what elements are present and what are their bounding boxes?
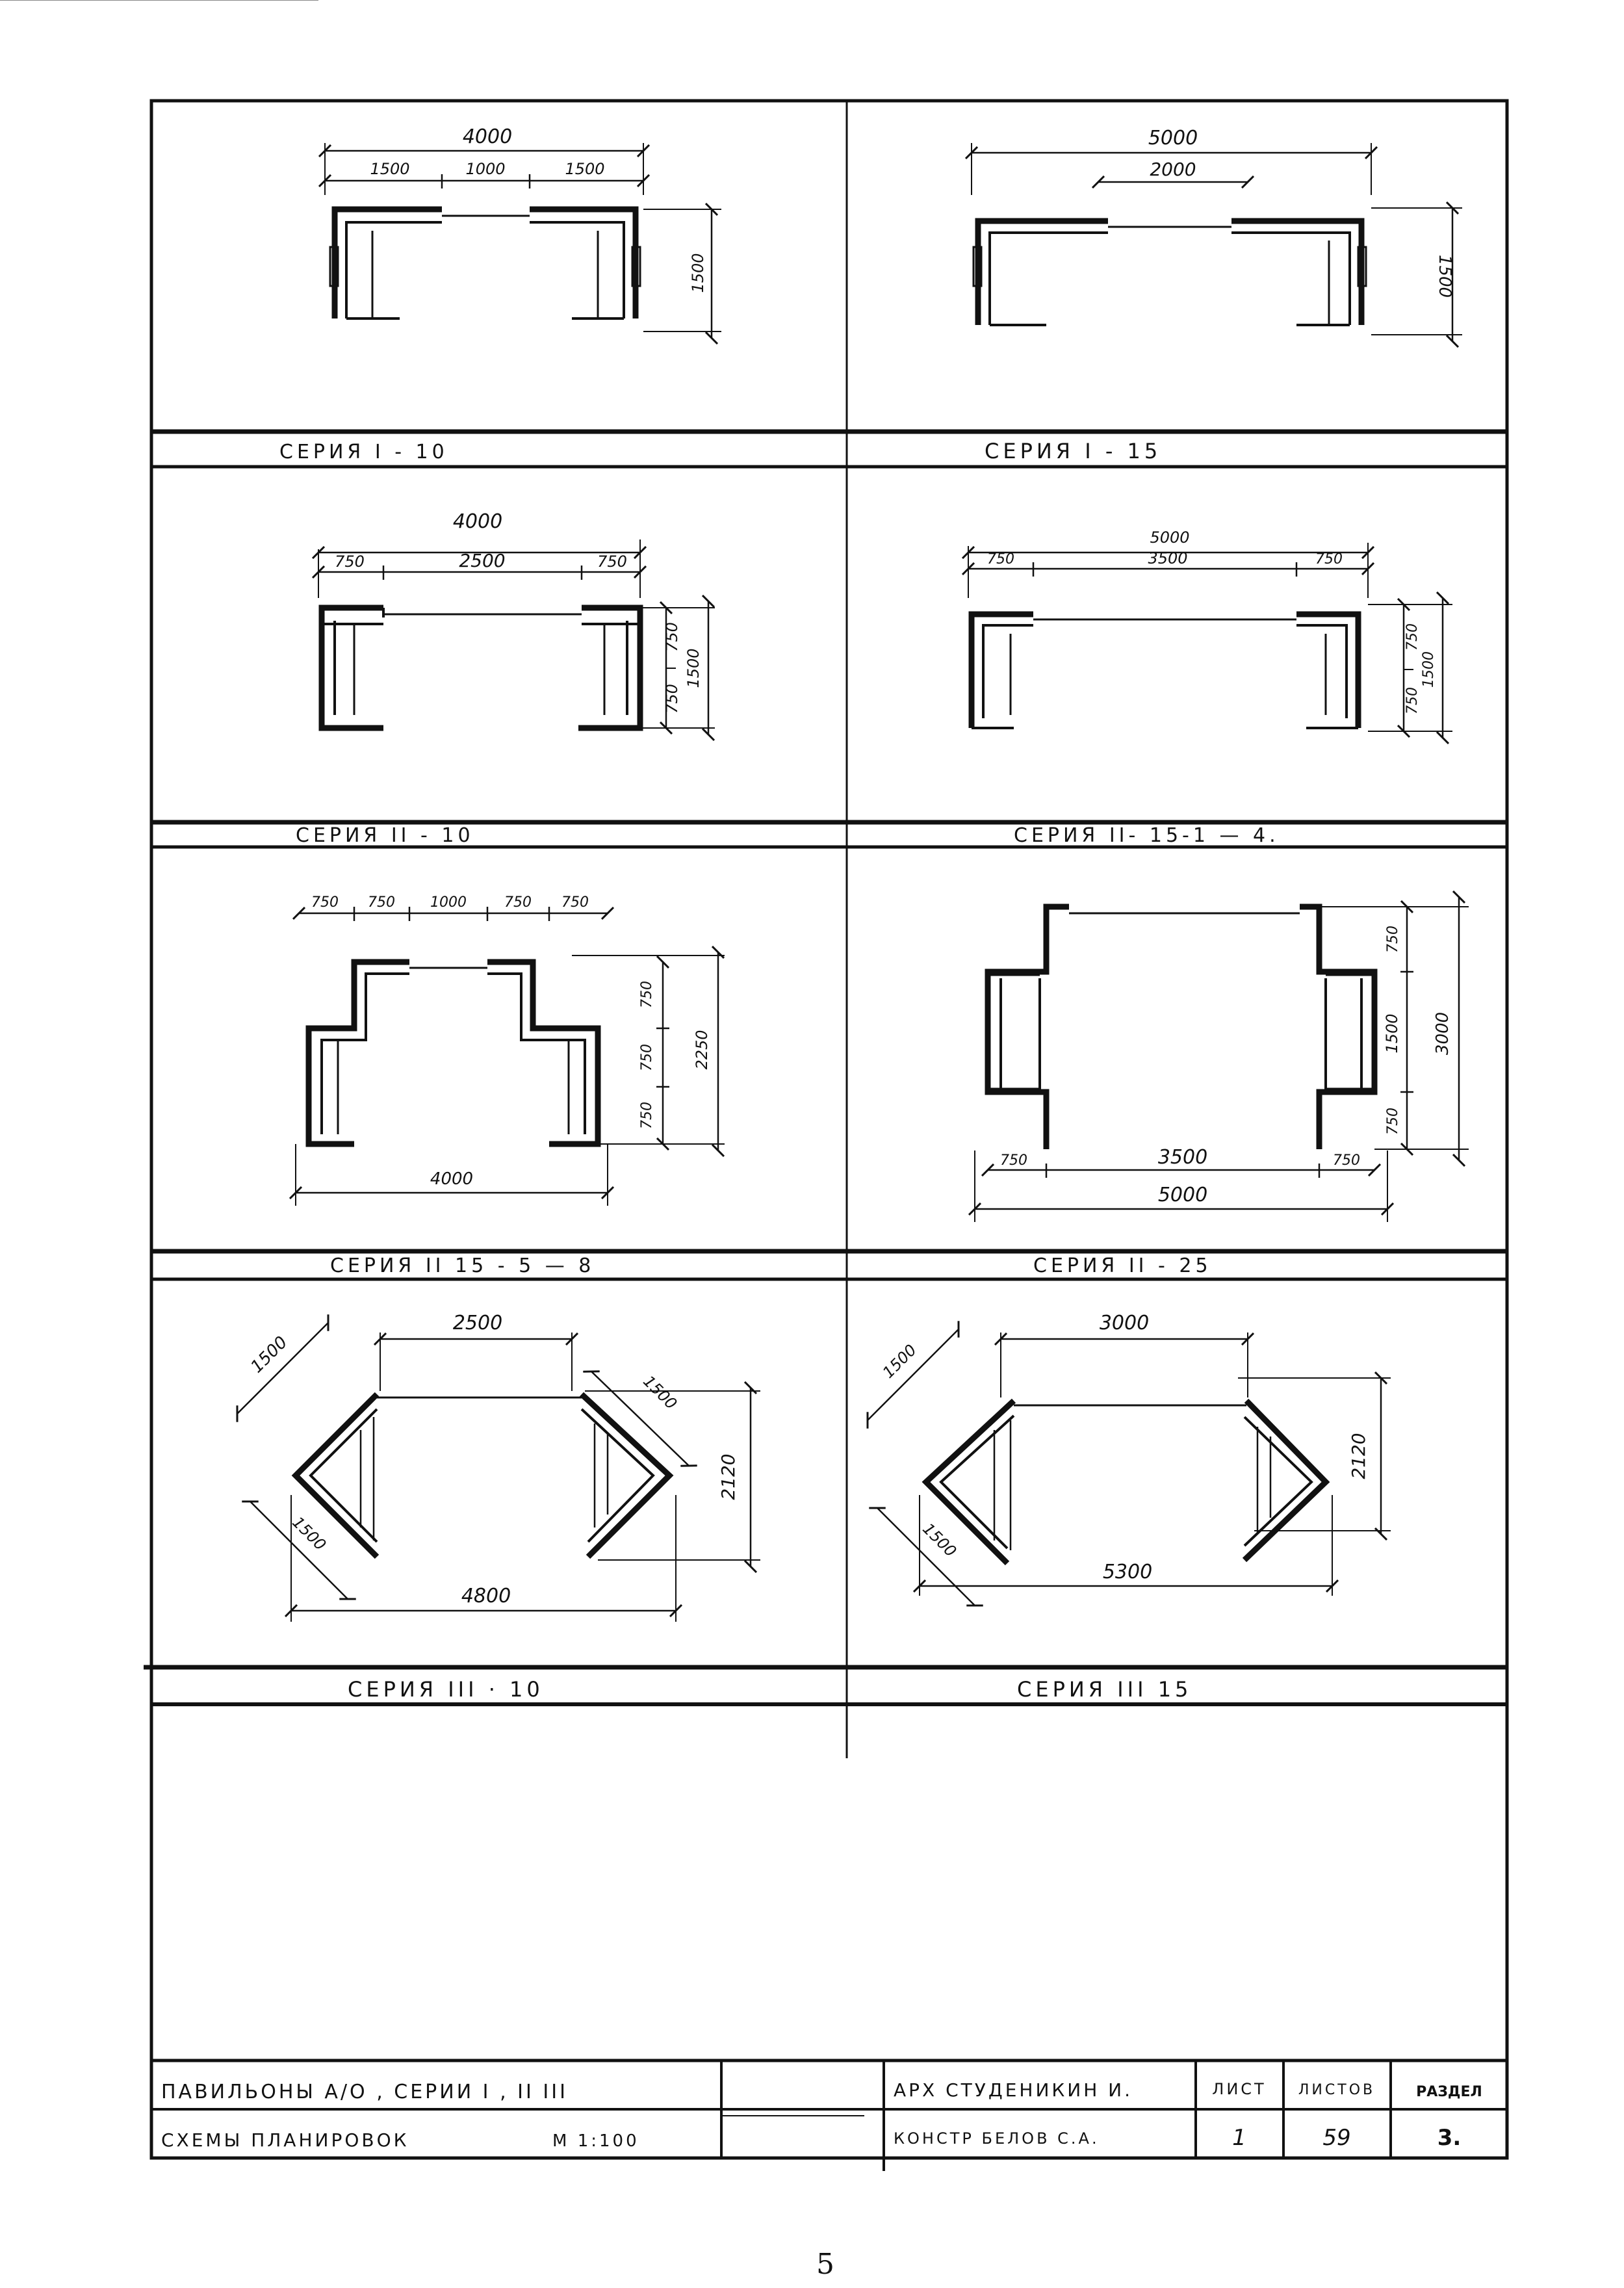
- title-sheets-value: 59: [1322, 2125, 1350, 2151]
- dim-5-s2: 750: [368, 894, 395, 911]
- dim-3-depth-b: 750: [663, 684, 681, 714]
- title-constr: КОНСТР БЕЛОВ С.А.: [894, 2129, 1100, 2148]
- plan-series-2-15-5-8: [296, 907, 725, 1206]
- dim-6-middle: 3500: [1158, 1146, 1207, 1169]
- dim-8-top: 3000: [1100, 1312, 1149, 1334]
- dim-1-depth: 1500: [689, 253, 707, 292]
- dim-7-arm-top-left: 1500: [247, 1332, 291, 1377]
- dim-3-left: 750: [335, 552, 365, 571]
- dim-5-s4: 750: [504, 894, 532, 911]
- dim-3-right: 750: [597, 552, 627, 571]
- sheet-frame: [144, 99, 1509, 2160]
- series-label-7: СЕРИЯ III · 10: [348, 1677, 544, 1702]
- dim-3-depth: 1500: [684, 648, 702, 688]
- plan-series-2-10: [0, 0, 715, 734]
- title-section-label: РАЗДЕЛ: [1416, 2084, 1482, 2100]
- title-sheets-label: ЛИСТОВ: [1298, 2082, 1375, 2098]
- title-sheet-value: 1: [1232, 2125, 1246, 2151]
- dim-8-overall: 5300: [1103, 1561, 1152, 1583]
- plan-series-1-10: [325, 143, 721, 338]
- dim-5-r3: 750: [639, 1102, 655, 1129]
- dim-4-overall: 5000: [1150, 528, 1189, 547]
- dim-6-r2: 1500: [1383, 1013, 1401, 1053]
- title-arch: АРХ СТУДЕНИКИН И.: [894, 2079, 1133, 2101]
- dim-4-depth: 1500: [1421, 651, 1437, 688]
- dim-5-r1: 750: [639, 981, 655, 1008]
- dim-5-depth: 2250: [693, 1030, 711, 1069]
- dim-2-depth: 1500: [1435, 255, 1454, 298]
- dim-4-left: 750: [987, 551, 1014, 567]
- dim-5-s5: 750: [561, 894, 589, 911]
- dim-8-arm-top-left: 1500: [879, 1341, 920, 1382]
- title-scale: М 1:100: [552, 2131, 639, 2151]
- dim-7-depth: 2120: [717, 1453, 739, 1500]
- dim-5-r2: 750: [639, 1044, 655, 1071]
- dim-5-overall: 4000: [430, 1169, 473, 1189]
- title-section-value: 3.: [1437, 2125, 1462, 2151]
- dim-1-right: 1500: [565, 160, 604, 178]
- dim-7-overall: 4800: [461, 1585, 511, 1607]
- dim-1-left: 1500: [370, 160, 409, 178]
- dim-4-depth-b: 750: [1404, 687, 1421, 714]
- series-label-1: СЕРИЯ I - 10: [279, 441, 448, 463]
- dim-8-arm-bottom: 1500: [919, 1520, 960, 1561]
- dim-4-right: 750: [1315, 551, 1343, 567]
- dim-8-depth: 2120: [1348, 1433, 1369, 1479]
- plan-series-1-15: [972, 143, 1462, 341]
- dim-6-overall: 5000: [1158, 1184, 1207, 1206]
- dim-1-middle: 1000: [465, 160, 505, 178]
- plan-series-2-15-1-4: [968, 543, 1452, 738]
- dim-6-left: 750: [1000, 1152, 1027, 1169]
- dim-3-depth-a: 750: [663, 622, 681, 652]
- dim-2-middle: 2000: [1150, 159, 1196, 180]
- dim-3-overall: 4000: [453, 510, 502, 533]
- dim-7-top: 2500: [453, 1312, 502, 1334]
- title-row2: СХЕМЫ ПЛАНИРОВОК: [161, 2129, 409, 2151]
- title-block: [151, 2059, 1507, 2171]
- title-sheet-label: ЛИСТ: [1212, 2080, 1266, 2098]
- series-label-3: СЕРИЯ II - 10: [296, 824, 474, 847]
- dim-5-s1: 750: [311, 894, 339, 911]
- plan-series-3-10: [237, 1323, 760, 1622]
- series-label-5: СЕРИЯ II 15 - 5 — 8: [330, 1254, 595, 1277]
- series-label-8: СЕРИЯ III 15: [1017, 1677, 1192, 1702]
- title-row1: ПАВИЛЬОНЫ А/О , СЕРИИ I , II III: [161, 2081, 568, 2103]
- dim-5-s3: 1000: [430, 894, 467, 911]
- series-label-6: СЕРИЯ II - 25: [1033, 1254, 1212, 1277]
- series-label-2: СЕРИЯ I - 15: [985, 439, 1161, 463]
- dim-7-arm-top-right: 1500: [639, 1372, 680, 1413]
- dim-2-overall: 5000: [1148, 127, 1198, 150]
- page-number: 5: [816, 2248, 834, 2281]
- plan-series-3-15: [868, 1329, 1391, 1606]
- dim-6-r3: 750: [1385, 1108, 1401, 1135]
- plan-series-2-25: [975, 897, 1469, 1222]
- dim-1-overall: 4000: [463, 125, 512, 148]
- dim-4-middle: 3500: [1148, 549, 1187, 567]
- dim-6-depth: 3000: [1433, 1012, 1452, 1055]
- dim-6-right: 750: [1333, 1152, 1360, 1169]
- dim-6-r1: 750: [1385, 926, 1401, 953]
- dim-7-arm-bottom: 1500: [289, 1513, 329, 1554]
- dim-4-depth-a: 750: [1404, 623, 1421, 651]
- dim-3-middle: 2500: [459, 550, 505, 571]
- series-label-4: СЕРИЯ II- 15-1 — 4.: [1014, 824, 1280, 847]
